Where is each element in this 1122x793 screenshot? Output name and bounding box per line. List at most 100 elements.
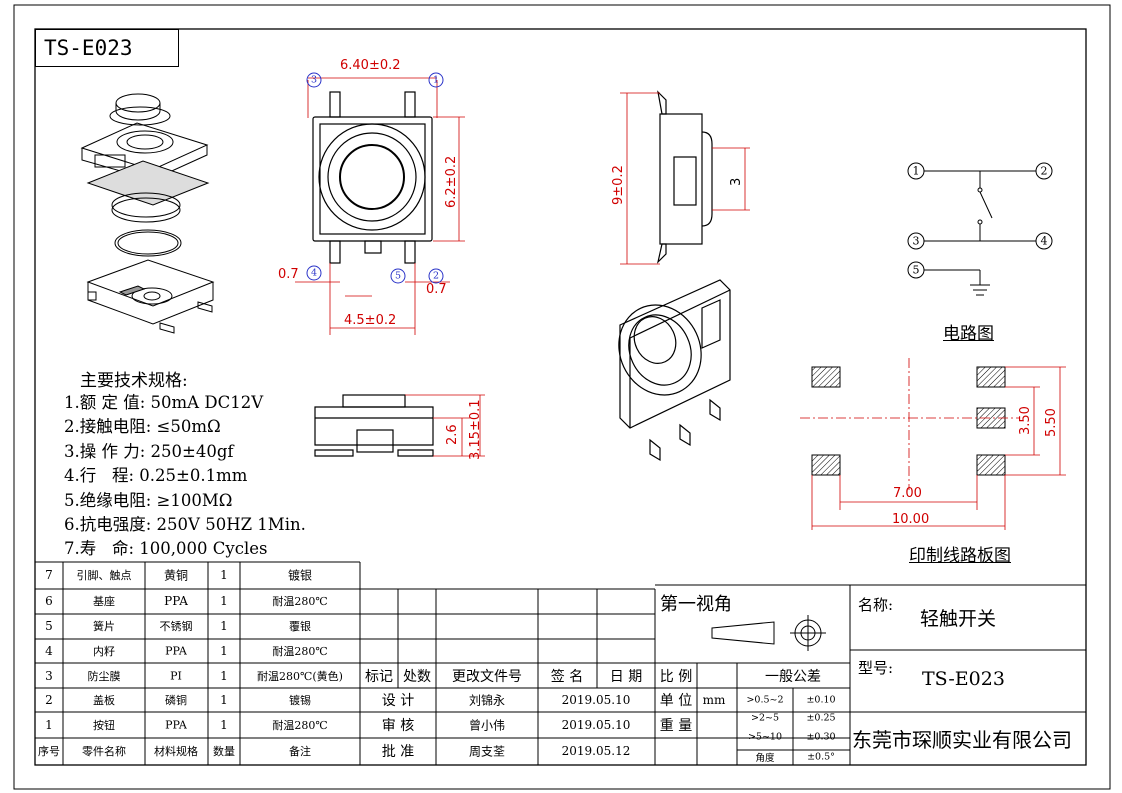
- sign-date: 2019.05.10: [561, 718, 631, 732]
- sign-date: 2019.05.12: [561, 744, 631, 758]
- bom-note: 耐温280℃: [272, 719, 328, 732]
- bom-header-no: 序号: [38, 745, 60, 758]
- bom-no: 3: [45, 669, 53, 683]
- bom-name: 盖板: [93, 694, 115, 707]
- rev-header-count: 处数: [403, 669, 431, 685]
- bom-material: 不锈钢: [159, 620, 193, 633]
- bom-note: 镀锡: [289, 694, 311, 707]
- bom-qty: 1: [220, 693, 228, 707]
- bom-material: 黄铜: [163, 568, 189, 583]
- dim-front-h2: 3.15±0.1: [468, 399, 483, 460]
- projection-label: 第一视角: [660, 594, 732, 615]
- pin-number-2: 2: [432, 270, 440, 282]
- bom-name: 引脚、触点: [76, 569, 132, 582]
- dim-front-h1: 2.6: [445, 424, 460, 445]
- bom-note: 镀银: [287, 568, 313, 583]
- product-name: 轻触开关: [920, 608, 997, 630]
- dim-pcb-h1: 3.50: [1018, 406, 1033, 435]
- dim-side-height: 9±0.2: [611, 165, 626, 205]
- pin-number-3-top: 3: [310, 74, 318, 86]
- bom-material: PPA: [165, 718, 187, 732]
- projection-symbol: [711, 615, 826, 651]
- pin-number-5: 5: [394, 270, 402, 282]
- sign-name: 刘锦永: [468, 693, 506, 708]
- tolerance-value: ±0.25: [806, 712, 836, 724]
- bom-header-note: 备注: [289, 745, 311, 758]
- bom-qty: 1: [220, 669, 228, 683]
- unit-label: 单 位: [659, 693, 693, 709]
- bom-qty: 1: [220, 619, 228, 633]
- circuit-node-3: 3: [912, 234, 920, 248]
- bom-name: 簧片: [93, 620, 115, 633]
- bom-no: 7: [45, 568, 53, 582]
- bom-no: 4: [45, 644, 53, 658]
- tolerance-range: >5~10: [747, 731, 783, 743]
- dim-pin-right: 0.7: [426, 282, 447, 297]
- bom-header-name: 零件名称: [82, 745, 126, 758]
- circuit-caption: 电路图: [943, 324, 994, 344]
- rev-header-file: 更改文件号: [452, 669, 522, 685]
- rev-header-sign: 签 名: [550, 669, 584, 685]
- pin-number-1: 1: [432, 74, 440, 86]
- circuit-node-1: 1: [912, 164, 920, 178]
- pin-markers: [306, 72, 444, 284]
- bom-qty: 1: [220, 718, 228, 732]
- bom-note: 耐温280℃(黄色): [257, 670, 343, 683]
- dim-pcb-w1: 7.00: [893, 486, 922, 501]
- company-name: 东莞市琛顺实业有限公司: [852, 728, 1072, 752]
- sign-date: 2019.05.10: [561, 693, 631, 707]
- pcb-layout: [800, 358, 1066, 530]
- bom-name: 防尘膜: [87, 670, 121, 683]
- sign-name: 曾小伟: [468, 718, 506, 733]
- bom-qty: 1: [220, 644, 228, 658]
- spec-item: 7.寿 命: 100,000 Cycles: [64, 539, 268, 558]
- bom-no: 6: [45, 594, 53, 608]
- bom-note: 覆银: [289, 620, 311, 633]
- dim-top-width: 6.40±0.2: [340, 58, 401, 73]
- sign-name: 周支荃: [468, 744, 506, 759]
- specs-title: 主要技术规格:: [80, 371, 188, 391]
- front-view: [314, 394, 485, 457]
- circuit-node-2: 2: [1040, 164, 1048, 178]
- dim-pin-span: 4.5±0.2: [344, 313, 397, 328]
- circuit-diagram: [907, 162, 1053, 296]
- pcb-caption: 印制线路板图: [909, 546, 1011, 566]
- rev-header-mark: 标记: [365, 669, 393, 685]
- tolerance-range: 角度: [755, 753, 775, 764]
- exploded-view: [80, 93, 215, 334]
- sign-role: 设 计: [381, 693, 415, 709]
- bom-note: 耐温280℃: [272, 595, 328, 608]
- inner-border: [34, 28, 1087, 766]
- spec-item: 3.操 作 力: 250±40gf: [64, 442, 234, 461]
- tolerance-range: >0.5~2: [746, 694, 784, 706]
- bom-name: 按钮: [93, 719, 115, 732]
- outer-border: [13, 4, 1111, 790]
- model-value: TS-E023: [922, 668, 1005, 690]
- top-view: [295, 77, 465, 335]
- dim-stem-height: 3: [729, 177, 744, 186]
- tolerance-value: ±0.10: [806, 694, 836, 706]
- side-view: [620, 90, 750, 265]
- unit-value: mm: [702, 693, 726, 707]
- bom-no: 1: [45, 718, 53, 732]
- dim-pcb-h2: 5.50: [1044, 408, 1059, 437]
- spec-item: 6.抗电强度: 250V 50HZ 1Min.: [64, 515, 306, 534]
- bom-name: 内籽: [93, 645, 115, 658]
- bom-material: PPA: [165, 644, 187, 658]
- bom-qty: 1: [220, 594, 228, 608]
- tolerance-value: ±0.5°: [807, 751, 835, 763]
- drawing-code-label: TS-E023: [35, 29, 179, 67]
- bom-header-qty: 数量: [213, 745, 235, 758]
- tolerance-value: ±0.30: [806, 731, 836, 743]
- bom-no: 5: [45, 619, 53, 633]
- sign-role: 批 准: [381, 744, 415, 760]
- spec-item: 4.行 程: 0.25±0.1mm: [64, 466, 248, 485]
- bom-name: 基座: [93, 595, 115, 608]
- spec-item: 2.接触电阻: ≤50mΩ: [64, 417, 221, 436]
- weight-label: 重 量: [659, 718, 693, 734]
- sign-role: 审 核: [381, 718, 415, 734]
- dim-pcb-w2: 10.00: [892, 512, 930, 527]
- rev-header-date: 日 期: [609, 669, 643, 685]
- spec-item: 5.绝缘电阻: ≥100MΩ: [64, 491, 233, 510]
- bom-table-grid: [35, 561, 1086, 765]
